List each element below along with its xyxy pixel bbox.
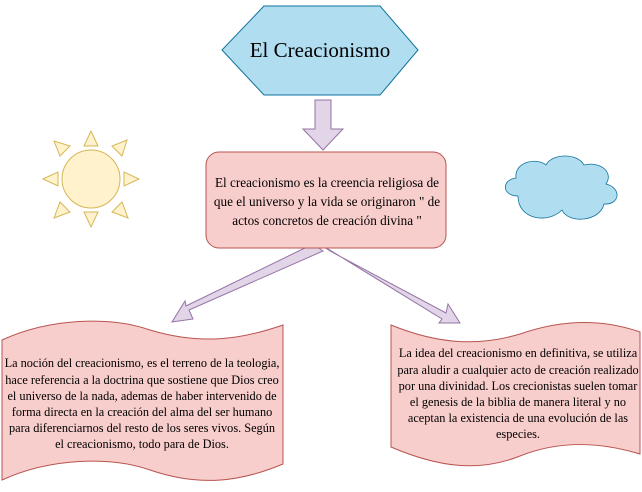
title-label: El Creacionismo bbox=[249, 37, 391, 62]
title-hexagon bbox=[221, 5, 419, 96]
left-document-shape bbox=[1, 320, 284, 481]
arrow-down bbox=[301, 99, 345, 151]
definition-box bbox=[205, 151, 447, 249]
cloud-icon bbox=[504, 155, 618, 220]
right-note-text: La idea del creacionismo en definitiva, … bbox=[397, 346, 639, 442]
left-note-text: La noción del creacionismo, es el terren… bbox=[4, 356, 280, 452]
right-document-shape bbox=[390, 322, 641, 467]
definition-text: El creacionismo es la creencia religiosa… bbox=[213, 174, 441, 228]
arrow-branch bbox=[171, 243, 461, 324]
sun-icon bbox=[41, 129, 141, 229]
